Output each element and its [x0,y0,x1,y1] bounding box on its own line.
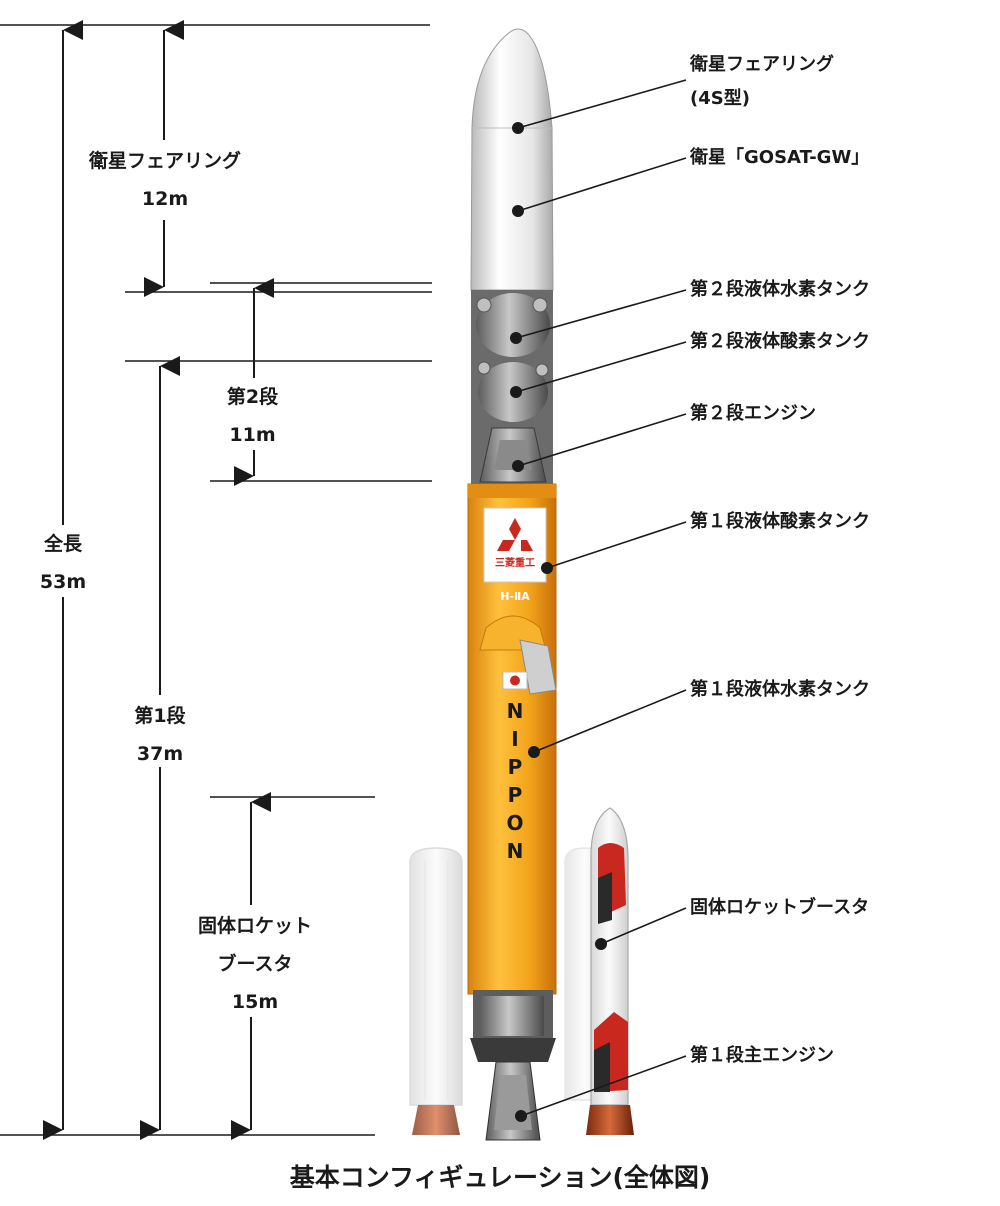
left-booster [409,847,463,1135]
model-name: H-ⅡA [500,590,530,603]
callout-fairing-line2: (4S型) [690,88,750,109]
dimension-total: 全長 53m [22,525,104,601]
dimension-srb-length: 15m [231,991,279,1013]
dimension-first-stage-length: 37m [136,743,184,765]
dimension-srb-name-2: ブースタ [217,953,293,975]
dot-srb [595,938,607,950]
callout-2nd-lox-tank: 第２段液体酸素タンク [690,331,870,352]
dimension-second-stage-name: 第2段 [226,386,279,408]
label-masks [22,140,330,1017]
country-letter: I [511,727,518,751]
callout-2nd-engine: 第２段エンジン [690,403,816,424]
dimension-fairing-length: 12m [141,188,189,210]
dot-main-engine [515,1110,527,1122]
callout-fairing: 衛星フェアリング (4S型) [690,48,834,116]
country-letter: P [508,783,523,807]
dimension-second-stage-length: 11m [229,424,276,446]
dot-1st-lh2 [528,746,540,758]
dot-2nd-engine [512,460,524,472]
dimension-first-stage: 第1段 37m [115,697,205,773]
mitsubishi-logo [497,518,533,551]
first-stage [467,483,557,995]
dot-fairing [512,122,524,134]
payload-fairing [470,28,554,291]
first-stage-engine [470,990,556,1141]
dimension-fairing-name: 衛星フェアリング [88,150,241,172]
figure-caption: 基本コンフィギュレーション(全体図) [289,1163,711,1192]
maker-name: 三菱重工 [495,556,535,569]
callout-satellite: 衛星「GOSAT-GW」 [690,147,870,168]
second-stage [471,290,553,484]
dot-2nd-lh2 [510,332,522,344]
leader-lines [515,79,687,1117]
dimension-fairing: 衛星フェアリング 12m [70,142,260,218]
right-front-booster [586,807,634,1135]
callout-dots [510,122,607,1122]
callout-2nd-lh2-tank: 第２段液体水素タンク [690,279,870,300]
country-letter: N [507,839,524,863]
callout-1st-lox-tank: 第１段液体酸素タンク [690,511,870,532]
dimension-total-length: 53m [39,571,87,593]
callout-main-engine: 第１段主エンジン [690,1045,834,1066]
country-letter: N [507,699,524,723]
callout-srb: 固体ロケットブースタ [690,897,870,918]
dimension-srb: 固体ロケット ブースタ 15m [180,907,330,1021]
callout-1st-lh2-tank: 第１段液体水素タンク [690,679,870,700]
dimension-srb-name-1: 固体ロケット [197,915,312,937]
dot-2nd-lox [510,386,522,398]
country-letter: O [506,811,523,835]
dot-1st-lox [541,562,553,574]
callout-fairing-line1: 衛星フェアリング [690,54,834,75]
dimension-total-name: 全長 [43,533,82,555]
dot-satellite [512,205,524,217]
dimension-second-stage: 第2段 11m [205,378,300,454]
dimension-first-stage-name: 第1段 [134,705,186,727]
country-letter: P [508,755,523,779]
